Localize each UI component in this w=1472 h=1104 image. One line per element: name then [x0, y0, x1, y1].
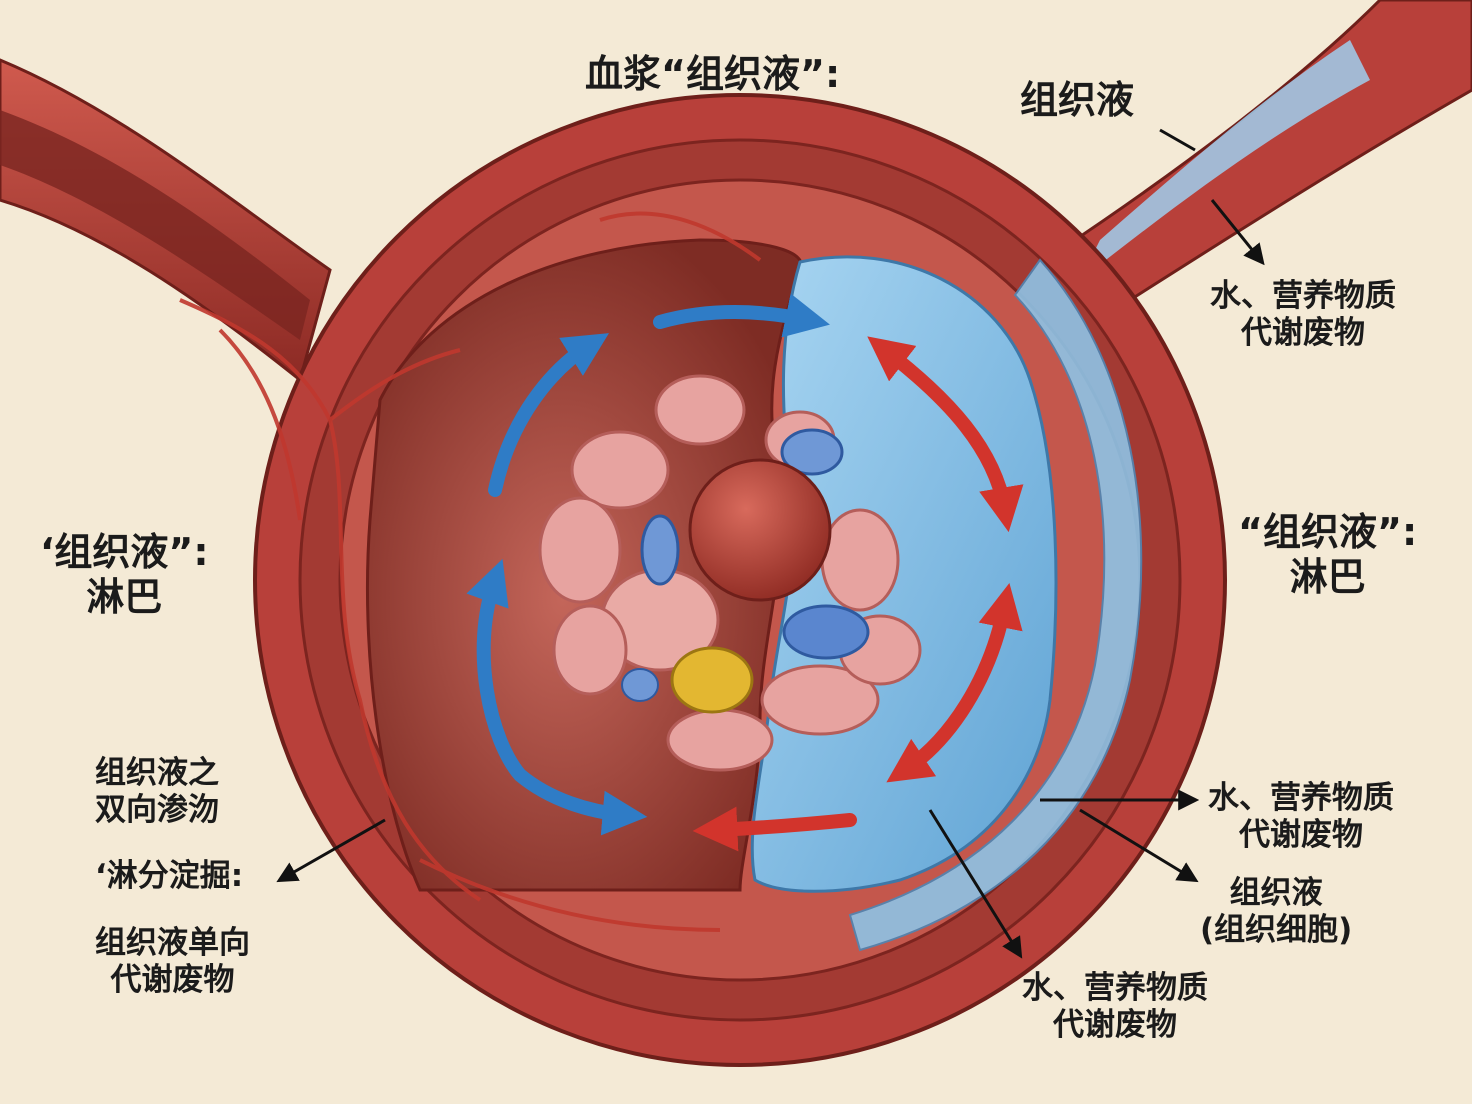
right-lower-label: 水、营养物质 代谢废物	[1208, 780, 1394, 853]
blue-cell	[621, 668, 659, 702]
right-lymph-line2: 淋巴	[1289, 554, 1366, 599]
blue-cell	[780, 428, 844, 476]
left-bidirectional-line2: 双向渗沕	[95, 791, 219, 828]
lymph-vessel-right-fluid	[1080, 40, 1370, 280]
flow-arrow-red	[692, 806, 857, 852]
lymph-vessel-right	[1057, 0, 1472, 302]
yellow-cell	[670, 646, 754, 714]
top-right-label: 组织液	[1020, 78, 1135, 122]
cell-cluster	[538, 374, 922, 772]
bottom-center-label: 水、营养物质 代谢废物	[1022, 970, 1208, 1043]
right-cells-line1: 组织液	[1229, 875, 1323, 911]
label-pointer-arrow	[1159, 128, 1196, 152]
right-lymph-line1: “组织液”:	[1238, 510, 1418, 554]
left-garbled-label: ‘淋分淀掘:	[95, 858, 244, 894]
cell	[570, 430, 670, 510]
nucleus	[688, 458, 832, 602]
flow-arrow-red	[886, 583, 1023, 783]
top-title-label: 血浆“组织液”:	[585, 52, 841, 96]
right-cells-label: 组织液 (组织细胞)	[1200, 875, 1352, 948]
left-lymph-label: ‘组织液”: 淋巴	[40, 530, 209, 620]
right-lymph-label: “组织液”: 淋巴	[1238, 510, 1417, 600]
capillaries	[179, 211, 762, 932]
cell	[820, 508, 900, 612]
label-pointer-arrow	[928, 809, 1023, 959]
label-pointer-arrow	[1079, 808, 1199, 883]
right-upper-line2: 代谢废物	[1241, 314, 1365, 351]
left-unidirectional-line1: 组织液单向	[95, 925, 250, 961]
cell	[666, 708, 774, 772]
flow-arrows-red	[692, 336, 1024, 852]
bottom-center-line2: 代谢废物	[1053, 1006, 1177, 1043]
label-pointer-arrow	[1210, 199, 1265, 266]
label-pointer-arrow	[276, 818, 386, 883]
cell	[760, 664, 880, 736]
flow-arrow-blue	[466, 558, 648, 836]
label-pointers	[276, 128, 1265, 959]
right-upper-line1: 水、营养物质	[1210, 278, 1396, 314]
cell	[552, 604, 628, 696]
lymph-channel	[848, 258, 1143, 952]
flow-arrow-red	[867, 336, 1024, 533]
right-cells-line2: (组织细胞)	[1200, 911, 1353, 948]
blood-vessel-left-lumen	[0, 110, 310, 340]
cell	[654, 374, 746, 446]
left-bidirectional-line1: 组织液之	[95, 755, 219, 791]
left-bidirectional-label: 组织液之 双向渗沕	[95, 755, 219, 828]
left-unidirectional-label: 组织液单向 代谢废物	[95, 925, 250, 998]
blue-cell	[782, 604, 870, 660]
cell	[538, 496, 622, 604]
right-upper-label: 水、营养物质 代谢废物	[1210, 278, 1396, 351]
right-lower-line2: 代谢废物	[1239, 816, 1363, 853]
flow-arrows-blue	[466, 293, 830, 836]
left-lymph-line2: 淋巴	[86, 574, 163, 619]
left-unidirectional-line2: 代谢废物	[110, 961, 235, 998]
right-lower-line1: 水、营养物质	[1208, 780, 1394, 816]
bottom-center-line1: 水、营养物质	[1022, 970, 1208, 1006]
flow-arrow-blue	[488, 333, 609, 497]
flow-arrow-blue	[653, 293, 830, 338]
left-lymph-line1: ‘组织液”:	[40, 530, 209, 574]
blue-cell	[640, 514, 680, 586]
